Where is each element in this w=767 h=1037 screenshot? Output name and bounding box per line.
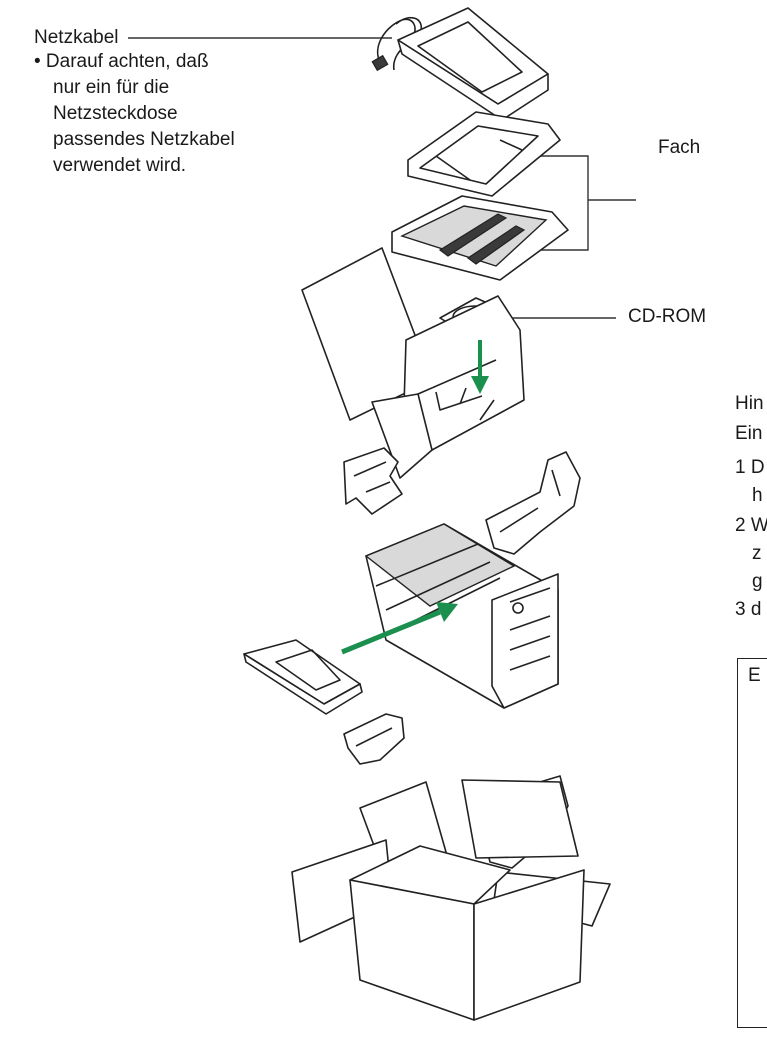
fach-leader xyxy=(508,155,636,251)
netzkabel-note-line-5: verwendet wird. xyxy=(53,155,187,176)
netzkabel-note-line-4: passendes Netzkabel xyxy=(53,129,235,150)
netzkabel-note-line-3: Netzsteckdose xyxy=(53,103,178,124)
foam-right-top xyxy=(485,451,581,555)
cut-text-line-7: g xyxy=(752,571,763,592)
netzkabel-note-line-2: nur ein für die xyxy=(53,77,170,98)
note-box: E xyxy=(737,658,767,1028)
label-cdrom: CD-ROM xyxy=(628,306,707,327)
cut-text-line-5: 2 W xyxy=(735,515,767,536)
tray-lower xyxy=(391,195,569,281)
scanner-icon xyxy=(364,523,559,709)
label-fach: Fach xyxy=(658,137,701,158)
scanner-base xyxy=(243,639,363,715)
insert-cd-arrow xyxy=(471,340,489,394)
note-box-title: E xyxy=(748,665,761,686)
cut-text-line-1: Hin xyxy=(735,393,764,414)
cut-text-line-6: z xyxy=(752,543,762,564)
tray-lid xyxy=(397,7,549,121)
label-netzkabel: Netzkabel xyxy=(34,27,119,48)
netzkabel-note-line-1: • Darauf achten, daß xyxy=(34,51,209,72)
packing-box-icon xyxy=(291,779,611,1021)
cut-text-line-8: 3 d xyxy=(735,599,762,620)
foam-left-bottom xyxy=(343,713,405,765)
insert-base-arrow xyxy=(341,602,458,655)
inner-carton xyxy=(301,247,525,479)
cut-text-line-4: h xyxy=(752,485,763,506)
cut-text-line-3: 1 D xyxy=(735,457,765,478)
cut-text-line-2: Ein xyxy=(735,423,763,444)
tray-upper xyxy=(407,111,561,197)
foam-left-top xyxy=(343,447,403,515)
